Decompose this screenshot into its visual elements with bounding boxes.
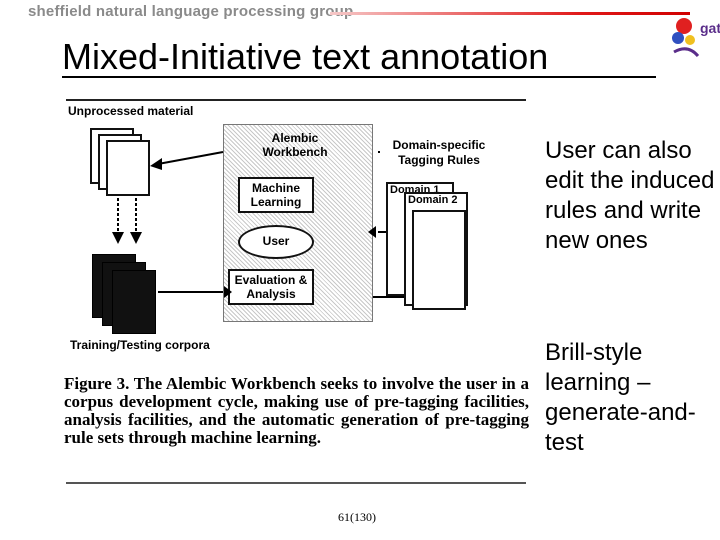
bullet-edit-rules: User can also edit the induced rules and… xyxy=(545,136,717,256)
logo-text: gate xyxy=(700,20,720,36)
bullet-brill-learning: Brill-style learning – generate-and-test xyxy=(545,338,717,458)
rule-card xyxy=(412,210,466,310)
slide-title: Mixed-Initiative text annotation xyxy=(62,36,548,78)
header-group-name: sheffield natural language processing gr… xyxy=(28,3,353,20)
header-red-line xyxy=(330,12,690,15)
figure-caption: Figure 3. The Alembic Workbench seeks to… xyxy=(64,375,529,447)
caption-text: The Alembic Workbench seeks to involve t… xyxy=(64,374,529,447)
figure-bottom-rule xyxy=(66,482,526,484)
figure: Unprocessed material Training/Testing co… xyxy=(28,92,520,488)
label-rules: Domain-specific Tagging Rules xyxy=(384,138,494,168)
label-domain2: Domain 2 xyxy=(408,194,458,206)
page-number: 61(130) xyxy=(338,510,376,525)
gate-logo-icon xyxy=(668,10,720,70)
caption-lead: Figure 3. xyxy=(64,374,129,393)
title-underline xyxy=(62,76,656,78)
